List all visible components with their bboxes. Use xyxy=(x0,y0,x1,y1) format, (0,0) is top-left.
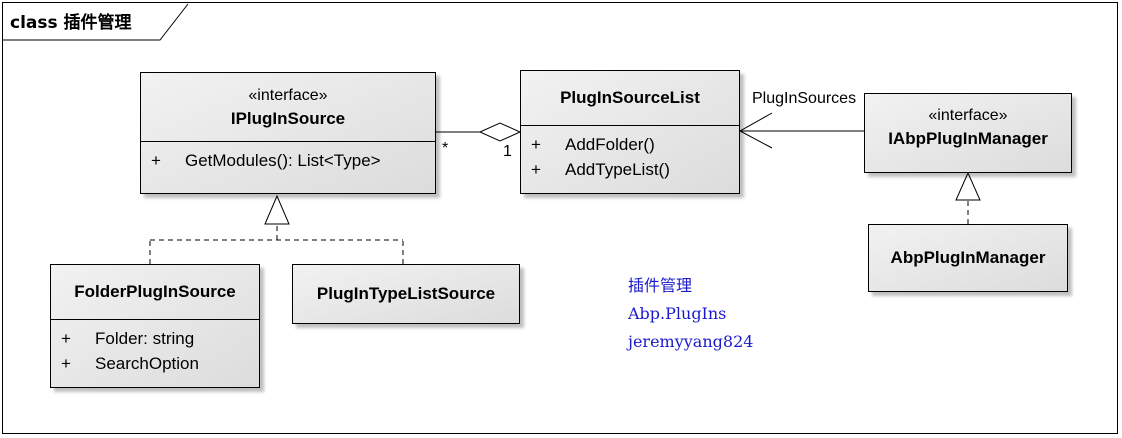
note-line: jeremyyang824 xyxy=(628,332,754,351)
role-name-plugin-sources: PlugInSources xyxy=(752,90,857,107)
operation-row: + AddFolder() xyxy=(521,132,739,157)
operation-row: + GetModules(): List<Type> xyxy=(141,148,435,173)
visibility-marker: + xyxy=(531,135,541,154)
operation-row: + AddTypeList() xyxy=(521,157,739,182)
operation-text: GetModules(): List<Type> xyxy=(185,151,381,170)
operation-text: AddTypeList() xyxy=(565,160,670,179)
class-plugin-source-list: PlugInSourceList + AddFolder() + AddType… xyxy=(520,70,740,194)
note-line: Abp.PlugIns xyxy=(628,304,727,323)
visibility-marker: + xyxy=(61,329,71,348)
diagram-title: class 插件管理 xyxy=(10,13,132,33)
class-abp-plugin-manager: AbpPlugInManager xyxy=(868,224,1068,292)
class-name: IAbpPlugInManager xyxy=(888,129,1048,148)
realization-triangle-abp xyxy=(955,171,981,201)
class-iplugin-source: «interface» IPlugInSource + GetModules()… xyxy=(140,72,436,194)
frame-title-tab xyxy=(2,3,189,41)
class-iabp-plugin-manager: «interface» IAbpPlugInManager xyxy=(864,93,1072,173)
attribute-row: + Folder: string xyxy=(51,326,259,351)
class-name: FolderPlugInSource xyxy=(74,282,236,301)
class-name: PlugInSourceList xyxy=(560,88,700,107)
stereotype-label: «interface» xyxy=(248,87,328,104)
stereotype-label: «interface» xyxy=(928,107,1008,124)
association-arrowhead xyxy=(738,112,773,149)
aggregation-diamond xyxy=(478,122,522,142)
compartment-divider xyxy=(141,141,435,142)
visibility-marker: + xyxy=(531,160,541,179)
visibility-marker: + xyxy=(61,354,71,373)
compartment-divider xyxy=(521,125,739,126)
realization-triangle-iplugin xyxy=(264,194,290,225)
attribute-row: + SearchOption xyxy=(51,351,259,376)
compartment-divider xyxy=(51,319,259,320)
class-folder-plugin-source: FolderPlugInSource + Folder: string + Se… xyxy=(50,264,260,388)
note-line: 插件管理 xyxy=(628,276,693,295)
class-name: PlugInTypeListSource xyxy=(316,284,496,303)
multiplicity-one: 1 xyxy=(503,143,512,160)
class-plugin-typelist-source: PlugInTypeListSource xyxy=(292,264,520,324)
visibility-marker: + xyxy=(151,151,161,170)
diagram-note: 插件管理 Abp.PlugIns jeremyyang824 xyxy=(628,272,753,356)
operation-text: AddFolder() xyxy=(565,135,655,154)
attribute-text: SearchOption xyxy=(95,354,199,373)
class-name: IPlugInSource xyxy=(230,109,346,128)
class-name: AbpPlugInManager xyxy=(890,248,1046,267)
attribute-text: Folder: string xyxy=(95,329,195,348)
multiplicity-many: * xyxy=(442,140,449,157)
